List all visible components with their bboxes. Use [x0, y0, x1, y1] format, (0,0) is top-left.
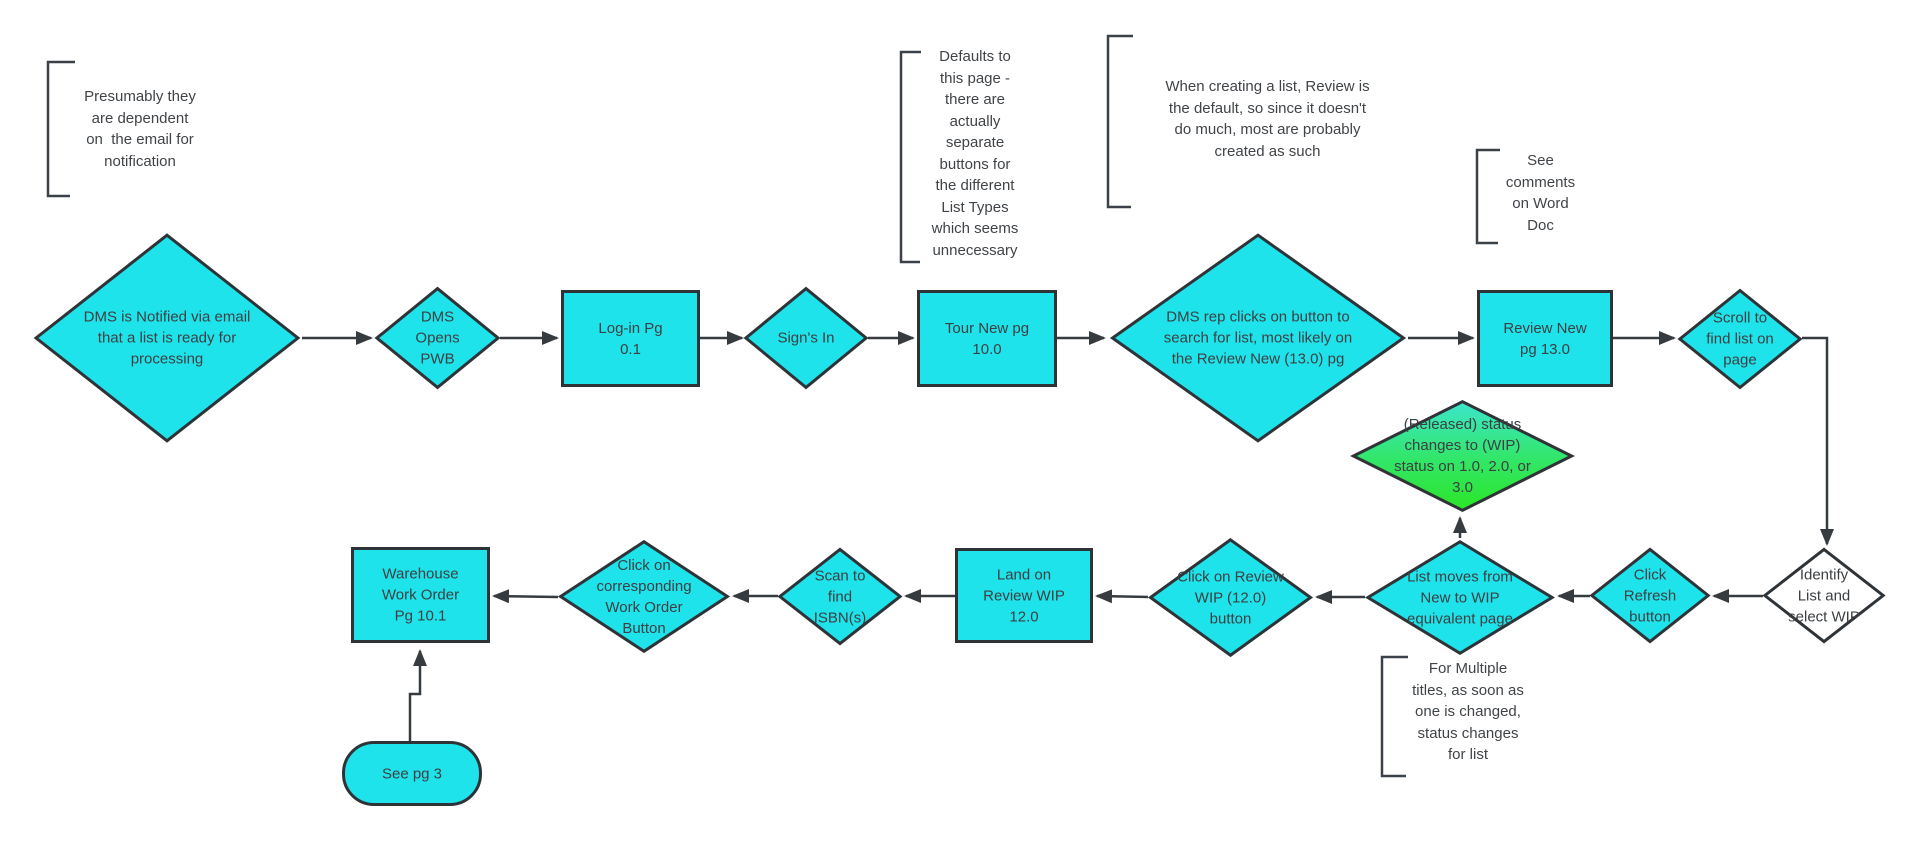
node-label: Click Refresh button [1623, 566, 1677, 625]
node-label: Log-in Pg 0.1 [598, 319, 663, 358]
process-rect-shape [955, 548, 1093, 643]
annotation-bracket [899, 50, 921, 264]
node-land-review-wip[interactable]: Land on Review WIP 12.0 [955, 548, 1093, 643]
annotation-word-doc: See comments on Word Doc [1505, 152, 1576, 234]
diamond-shape [778, 548, 902, 645]
connector-arrow [408, 649, 427, 741]
diamond-shape [1148, 538, 1313, 657]
node-label: DMS is Notified via email that a list is… [83, 308, 251, 368]
node-label: Review New pg 13.0 [1503, 319, 1587, 358]
annotation-multiple-titles: For Multiple titles, as soon as one is c… [1412, 660, 1524, 763]
node-click-review-wip[interactable]: Click on Review WIP (12.0) button [1148, 538, 1313, 657]
node-label: List moves from New to WIP equivalent pa… [1407, 568, 1513, 627]
node-label: Sign's In [777, 329, 835, 347]
node-label: Click on corresponding Work Order Button [596, 556, 692, 637]
node-label: Warehouse Work Order Pg 10.1 [381, 565, 460, 625]
node-click-refresh[interactable]: Click Refresh button [1590, 548, 1710, 643]
node-label: DMS Opens PWB [415, 308, 460, 368]
node-label: Scroll to find list on page [1706, 309, 1774, 369]
connector-arrow [1802, 336, 1834, 546]
diamond-shape [1365, 540, 1555, 655]
node-dms-opens-pwb[interactable]: DMS Opens PWB [375, 287, 500, 389]
annotation-review-default: When creating a list, Review is the defa… [1165, 78, 1370, 160]
node-review-new-pg[interactable]: Review New pg 13.0 [1477, 290, 1613, 387]
node-signs-in[interactable]: Sign's In [744, 287, 868, 389]
connector-arrow [1095, 589, 1149, 604]
node-scroll-to-find[interactable]: Scroll to find list on page [1678, 289, 1802, 389]
diamond-shape [1108, 232, 1408, 444]
annotation-bracket [46, 60, 75, 198]
node-dms-rep-clicks[interactable]: DMS rep clicks on button to search for l… [1108, 232, 1408, 444]
process-rect-shape [1477, 290, 1613, 387]
process-rect-shape [351, 547, 490, 643]
diamond-shape [375, 287, 500, 389]
process-rect-shape [917, 290, 1057, 387]
node-list-moves[interactable]: List moves from New to WIP equivalent pa… [1365, 540, 1555, 655]
node-tour-new-pg[interactable]: Tour New pg 10.0 [917, 290, 1057, 387]
diamond-shape [32, 232, 302, 444]
diamond-shape-green [1350, 400, 1575, 512]
connector-arrow [492, 589, 559, 604]
annotation-email-dependency: Presumably they are dependent on the ema… [84, 88, 196, 170]
node-label: (Released) status changes to (WIP) statu… [1394, 416, 1531, 496]
node-label: See pg 3 [381, 765, 443, 782]
node-warehouse-work-order[interactable]: Warehouse Work Order Pg 10.1 [351, 547, 490, 643]
diamond-shape [1590, 548, 1710, 643]
node-identify-list[interactable]: Identify List and select WIP [1763, 548, 1885, 643]
annotation-bracket [1106, 34, 1133, 209]
diamond-shape [744, 287, 868, 389]
diamond-shape-white [1763, 548, 1885, 643]
node-see-pg-3[interactable]: See pg 3 [342, 741, 482, 806]
node-label: Click on Review WIP (12.0) button [1177, 568, 1284, 627]
annotation-bracket [1380, 655, 1408, 778]
annotation-bracket [1475, 148, 1500, 245]
node-label: Identify List and select WIP [1788, 566, 1860, 625]
node-label: Land on Review WIP 12.0 [983, 566, 1065, 625]
node-released-status[interactable]: (Released) status changes to (WIP) statu… [1350, 400, 1575, 512]
diamond-shape [558, 540, 730, 653]
diamond-shape [1678, 289, 1802, 389]
node-scan-isbn[interactable]: Scan to find ISBN(s) [778, 548, 902, 645]
process-rect-shape [561, 290, 700, 387]
node-login-pg[interactable]: Log-in Pg 0.1 [561, 290, 700, 387]
node-label: Tour New pg 10.0 [944, 319, 1030, 358]
node-click-work-order[interactable]: Click on corresponding Work Order Button [558, 540, 730, 653]
node-dms-notified[interactable]: DMS is Notified via email that a list is… [32, 232, 302, 444]
annotation-defaults: Defaults to this page - there are actual… [931, 48, 1019, 259]
stadium-shape [342, 741, 482, 806]
node-label: Scan to find ISBN(s) [813, 567, 867, 626]
node-label: DMS rep clicks on button to search for l… [1163, 308, 1353, 368]
